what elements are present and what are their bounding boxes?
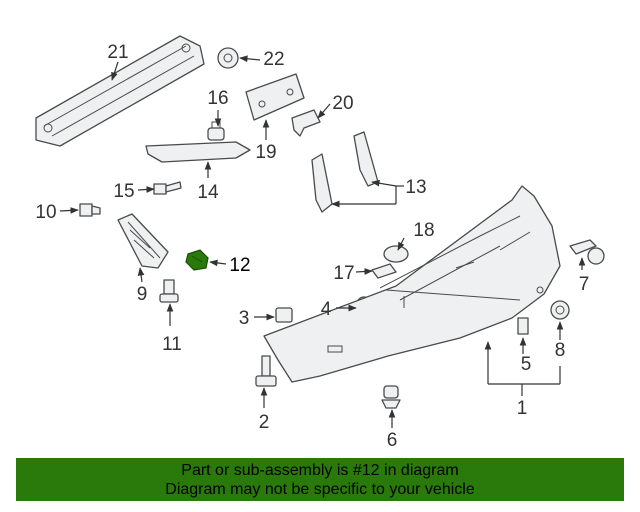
nut-part (217, 47, 239, 69)
bolt-7-part (569, 239, 605, 265)
parts-diagram: 21 22 16 20 19 14 15 13 10 18 12 17 7 9 … (35, 35, 605, 451)
part-info-line: Part or sub-assembly is #12 in diagram (181, 462, 459, 479)
callout-8: 8 (555, 340, 566, 361)
callout-18: 18 (413, 220, 434, 241)
license-bracket-part (245, 73, 305, 121)
callout-2: 2 (259, 412, 270, 433)
callout-6: 6 (387, 430, 398, 451)
reinforcement-beam-part (35, 35, 205, 147)
clip-part (291, 109, 321, 137)
clip-6-part (381, 385, 401, 409)
callout-1: 1 (517, 398, 528, 419)
side-bracket-part (117, 213, 169, 269)
callout-22: 22 (263, 49, 284, 70)
bolt-11-part (159, 279, 179, 303)
sensor-8-part (550, 300, 570, 320)
side-support-brackets-part (311, 131, 379, 213)
bumper-cover-part (263, 185, 561, 383)
callout-15: 15 (113, 181, 134, 202)
callout-7: 7 (579, 274, 590, 295)
upper-bracket-part (145, 141, 251, 163)
clip-3-part (275, 307, 293, 323)
pad-5-part (517, 317, 529, 335)
callout-9: 9 (137, 284, 148, 305)
callout-17: 17 (333, 263, 354, 284)
callout-13: 13 (405, 177, 426, 198)
grommet-part (207, 121, 225, 141)
bolt-2-part (255, 355, 277, 387)
callout-12: 12 (229, 255, 250, 276)
disclaimer-line: Diagram may not be specific to your vehi… (165, 481, 475, 498)
callout-16: 16 (207, 88, 228, 109)
callout-3: 3 (239, 308, 250, 329)
part-info-banner: Part or sub-assembly is #12 in diagram D… (16, 458, 624, 501)
label-part (371, 263, 397, 279)
callout-4: 4 (321, 299, 332, 320)
leader-lines (59, 55, 586, 428)
bolt-15-part (153, 181, 182, 195)
callout-11: 11 (162, 334, 182, 355)
cap-part (383, 245, 409, 263)
callout-19: 19 (255, 142, 276, 163)
callout-21: 21 (107, 42, 128, 63)
callout-20: 20 (332, 93, 353, 114)
bolt-10-part (79, 203, 101, 217)
callout-14: 14 (197, 182, 219, 203)
retainer-12-part-highlighted (185, 249, 209, 271)
callout-5: 5 (521, 354, 532, 375)
callout-10: 10 (35, 202, 56, 223)
